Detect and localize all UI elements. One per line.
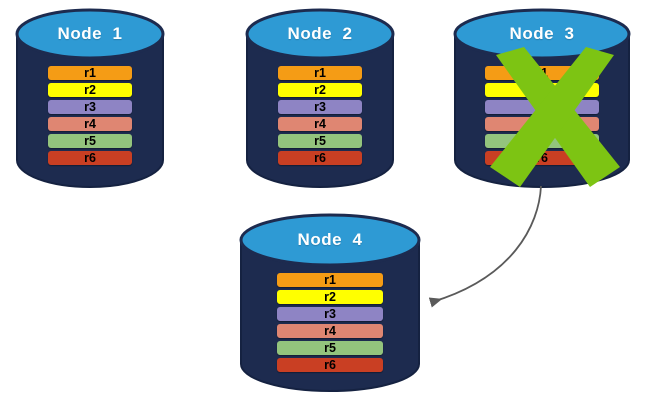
- node-1-row-r5[interactable]: r5: [48, 134, 132, 148]
- row-label: r5: [84, 133, 96, 148]
- node-1-row-r6[interactable]: r6: [48, 151, 132, 165]
- node-2-rows: r1 r2 r3 r4 r5 r6: [278, 66, 362, 165]
- node-3-row-r4[interactable]: r4: [485, 117, 599, 131]
- row-label: r4: [324, 323, 336, 338]
- row-label: r1: [314, 65, 326, 80]
- node-1-rows: r1 r2 r3 r4 r5 r6: [48, 66, 132, 165]
- node-4-row-r2[interactable]: r2: [277, 290, 383, 304]
- row-label: r1: [324, 272, 336, 287]
- node-2-row-r6[interactable]: r6: [278, 151, 362, 165]
- node-4-rows: r1 r2 r3 r4 r5 r6: [277, 273, 383, 372]
- row-label: r5: [536, 133, 548, 148]
- node-4-row-r6[interactable]: r6: [277, 358, 383, 372]
- row-label: r1: [84, 65, 96, 80]
- node-1-row-r3[interactable]: r3: [48, 100, 132, 114]
- node-1-row-r2[interactable]: r2: [48, 83, 132, 97]
- row-label: r5: [314, 133, 326, 148]
- row-label: r2: [314, 82, 326, 97]
- node-4-row-r5[interactable]: r5: [277, 341, 383, 355]
- node-4-row-r3[interactable]: r3: [277, 307, 383, 321]
- node-3-rows: r1 r2 r3 r4 r5 r6: [485, 66, 599, 165]
- node-4-row-r4[interactable]: r4: [277, 324, 383, 338]
- node-3-row-r2[interactable]: r2: [485, 83, 599, 97]
- row-label: r5: [324, 340, 336, 355]
- row-label: r3: [536, 99, 548, 114]
- node-1[interactable]: Node 1 r1 r2 r3 r4 r5 r6: [14, 7, 166, 188]
- node-2-row-r5[interactable]: r5: [278, 134, 362, 148]
- node-3-row-r5[interactable]: r5: [485, 134, 599, 148]
- node-4-row-r1[interactable]: r1: [277, 273, 383, 287]
- node-3[interactable]: Node 3 r1 r2 r3 r4 r5 r6: [452, 7, 632, 188]
- row-label: r3: [314, 99, 326, 114]
- node-4[interactable]: Node 4 r1 r2 r3 r4 r5 r6: [238, 211, 422, 393]
- node-3-row-r3[interactable]: r3: [485, 100, 599, 114]
- row-label: r4: [314, 116, 326, 131]
- row-label: r4: [84, 116, 96, 131]
- node-2[interactable]: Node 2 r1 r2 r3 r4 r5 r6: [244, 7, 396, 188]
- row-label: r2: [324, 289, 336, 304]
- node-2-row-r1[interactable]: r1: [278, 66, 362, 80]
- node-2-row-r2[interactable]: r2: [278, 83, 362, 97]
- node-3-row-r1[interactable]: r1: [485, 66, 599, 80]
- node-2-row-r3[interactable]: r3: [278, 100, 362, 114]
- row-label: r4: [536, 116, 548, 131]
- row-label: r6: [314, 150, 326, 165]
- row-label: r3: [324, 306, 336, 321]
- row-label: r1: [536, 65, 548, 80]
- node-1-row-r1[interactable]: r1: [48, 66, 132, 80]
- row-label: r6: [536, 150, 548, 165]
- node-3-row-r6[interactable]: r6: [485, 151, 599, 165]
- node-1-row-r4[interactable]: r4: [48, 117, 132, 131]
- row-label: r6: [324, 357, 336, 372]
- row-label: r3: [84, 99, 96, 114]
- row-label: r2: [536, 82, 548, 97]
- row-label: r6: [84, 150, 96, 165]
- row-label: r2: [84, 82, 96, 97]
- node-2-row-r4[interactable]: r4: [278, 117, 362, 131]
